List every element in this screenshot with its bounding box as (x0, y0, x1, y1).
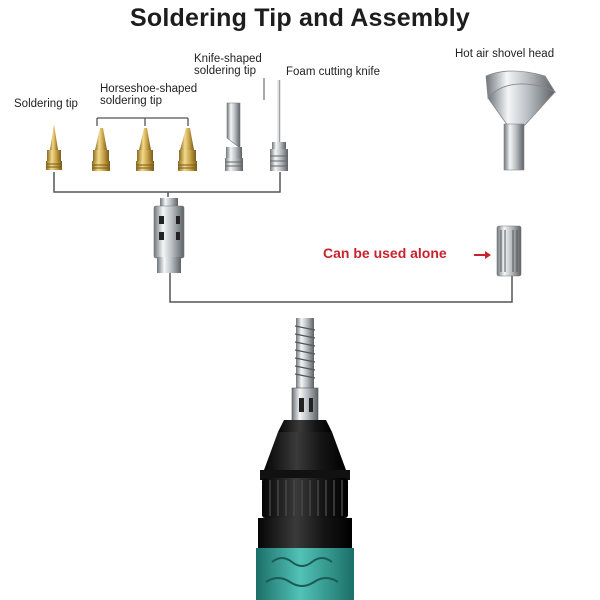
horseshoe-tip-1 (92, 128, 110, 171)
label-knife-line2: soldering tip (194, 65, 257, 77)
label-soldering-tip: Soldering tip (14, 98, 78, 110)
horseshoe-tip-2 (136, 128, 154, 171)
soldering-tip-part (46, 124, 62, 170)
horseshoe-bracket (96, 117, 189, 126)
horseshoe-tip-3 (178, 128, 197, 171)
label-foam-knife: Foam cutting knife (286, 66, 380, 78)
label-knife-line1: Knife-shaped (194, 53, 262, 65)
label-horseshoe-line2: soldering tip (100, 95, 163, 107)
label-can-be-used-alone: Can be used alone (323, 245, 447, 261)
label-horseshoe-line1: Horseshoe-shaped (100, 83, 198, 95)
torch-handle-part (256, 548, 354, 600)
hot-air-shovel-part (485, 70, 557, 171)
arrow-right-icon (474, 251, 491, 259)
label-hot-air-shovel: Hot air shovel head (455, 48, 555, 60)
threaded-stud-part (291, 318, 319, 423)
tips-connector (53, 172, 281, 197)
knife-tip-part (225, 102, 243, 171)
standalone-nozzle-part (496, 225, 522, 277)
nozzle-part (153, 198, 185, 273)
diagram-title: Soldering Tip and Assembly (130, 4, 470, 32)
torch-head-part (258, 420, 352, 548)
nozzle-connector (169, 272, 513, 303)
foam-knife-part (270, 80, 288, 171)
